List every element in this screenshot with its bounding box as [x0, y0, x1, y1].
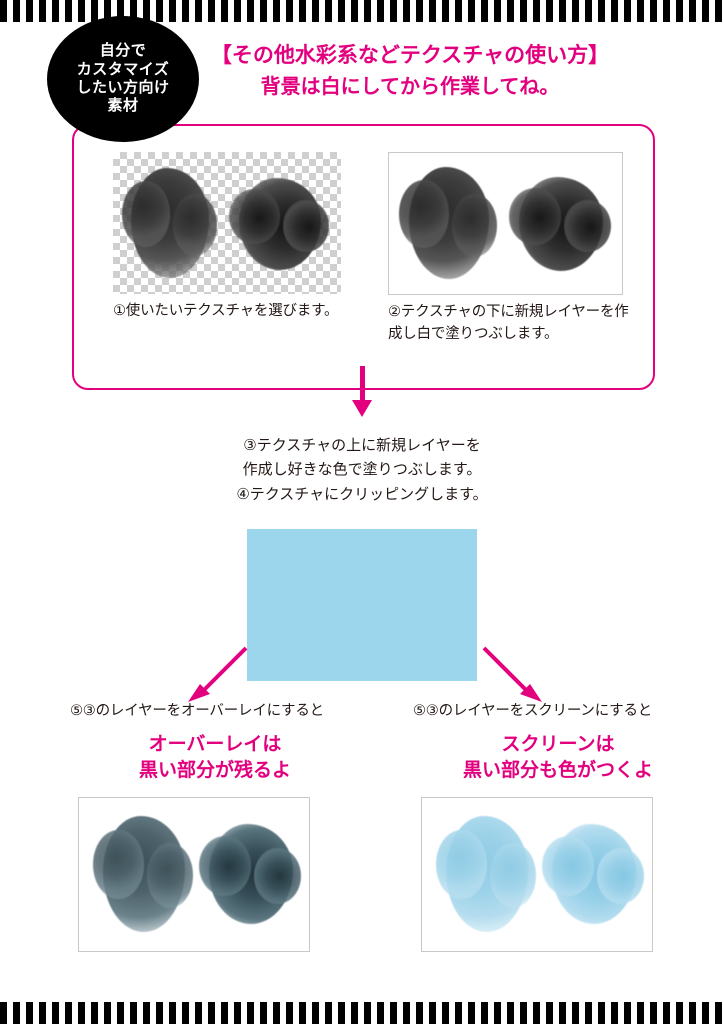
result-screen-note: ⑤③のレイヤーをスクリーンにすると — [413, 703, 653, 719]
striped-bar-top — [0, 0, 724, 22]
texture-blob-left — [121, 168, 217, 278]
result-screen-emphasis: スクリーンは 黒い部分も色がつくよ — [413, 732, 703, 782]
result-overlay-emphasis-line-1: オーバーレイは — [148, 734, 282, 756]
arrow-diagonal-left-icon — [186, 646, 252, 704]
striped-bar-bottom — [0, 1002, 724, 1024]
result-screen-emphasis-line-1: スクリーンは — [501, 734, 615, 756]
step-2-caption: ②テクスチャの下に新規レイヤーを作成し白で塗りつぶします。 — [388, 304, 629, 343]
result-overlay-note: ⑤③のレイヤーをオーバーレイにすると — [70, 703, 324, 719]
result-screen-column: ⑤③のレイヤーをスクリーンにすると スクリーンは 黒い部分も色がつくよ — [413, 700, 703, 952]
page-title: 【その他水彩系などテクスチャの使い方】 背景は白にしてから作業してね。 — [190, 40, 630, 102]
texture-blob-left — [399, 167, 497, 279]
texture-blob-right — [508, 177, 612, 271]
arrow-shaft — [360, 366, 365, 402]
texture-blob-right — [229, 178, 330, 270]
result-blob-left — [436, 815, 537, 932]
result-blob-right — [198, 823, 302, 924]
step-3-line-1: ③テクスチャの上に新規レイヤーを — [243, 437, 481, 454]
step-4-line: ④テクスチャにクリッピングします。 — [236, 485, 488, 503]
title-line-1: 【その他水彩系などテクスチャの使い方】 — [210, 44, 610, 67]
result-screen-image — [421, 796, 653, 952]
result-overlay-emphasis: オーバーレイは 黒い部分が残るよ — [70, 732, 360, 782]
step-3-line-2: 作成し好きな色で塗りつぶします。 — [242, 461, 482, 479]
step-2-image — [388, 152, 623, 295]
arrow-head — [352, 400, 372, 417]
step-1-caption: ①使いたいテクスチャを選びます。 — [113, 303, 339, 319]
badge-line-2: カスタマイズ — [76, 60, 170, 78]
step-1-image — [113, 152, 341, 294]
steps-3-4-text: ③テクスチャの上に新規レイヤーを 作成し好きな色で塗りつぶします。 ④テクスチャ… — [112, 434, 612, 507]
badge-line-1: 自分で — [99, 42, 147, 60]
arrow-diagonal-right-icon — [478, 646, 544, 704]
badge-line-4: 素材 — [107, 97, 139, 115]
category-badge: 自分で カスタマイズ したい方向け 素材 — [47, 16, 199, 142]
result-screen-emphasis-line-2: 黒い部分も色がつくよ — [462, 759, 653, 781]
result-blob-right — [541, 823, 645, 924]
step-2-panel: ②テクスチャの下に新規レイヤーを作成し白で塗りつぶします。 — [388, 152, 638, 346]
result-overlay-column: ⑤③のレイヤーをオーバーレイにすると オーバーレイは 黒い部分が残るよ — [70, 700, 360, 952]
result-blob-left — [93, 815, 194, 932]
result-overlay-image — [78, 796, 310, 952]
result-overlay-emphasis-line-2: 黒い部分が残るよ — [138, 759, 291, 781]
color-fill-swatch — [247, 529, 477, 681]
badge-line-3: したい方向け — [76, 79, 170, 96]
title-line-2: 背景は白にしてから作業してね。 — [260, 75, 560, 98]
step-1-panel: ①使いたいテクスチャを選びます。 — [113, 152, 353, 322]
